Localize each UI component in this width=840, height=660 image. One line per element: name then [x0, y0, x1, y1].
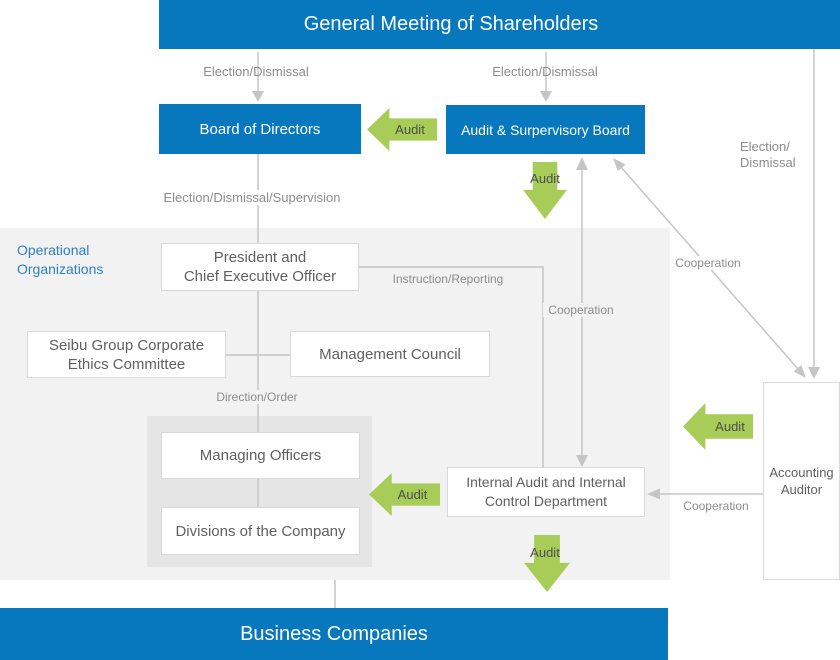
operational-organizations-label: Operational Organizations	[17, 241, 103, 279]
internal-audit-line1: Internal Audit and Internal	[466, 474, 626, 490]
internal-audit-box: Internal Audit and Internal Control Depa…	[447, 467, 645, 517]
arrowhead-down-icon	[808, 367, 820, 379]
operational-label-line1: Operational	[17, 242, 90, 258]
arrowhead-down-icon	[576, 455, 588, 467]
election-dismissal-label-right: Election/ Dismissal	[740, 139, 796, 170]
managing-officers-label: Managing Officers	[199, 447, 322, 464]
accounting-auditor-box: Accounting Auditor	[763, 382, 840, 580]
operational-label-line2: Organizations	[17, 261, 104, 277]
arrowhead-left-icon	[647, 488, 660, 500]
president-line2: Chief Executive Officer	[183, 268, 337, 285]
president-ceo-box: President and Chief Executive Officer	[161, 243, 359, 291]
arrowhead-up-left-icon	[613, 158, 626, 172]
management-council-label: Management Council	[319, 345, 461, 363]
direction-order-label: Direction/Order	[157, 390, 357, 404]
ethics-committee-box: Seibu Group Corporate Ethics Committee	[27, 331, 226, 378]
cooperation-label-vertical: Cooperation	[531, 303, 631, 317]
audit-supervisory-board-label: Audit & Surpervisory Board	[461, 121, 630, 138]
internal-audit-line2: Control Department	[484, 493, 608, 509]
election-dismissal-supervision-label: Election/Dismissal/Supervision	[102, 190, 402, 205]
business-companies-label: Business Companies	[240, 622, 428, 645]
audit-supervisory-board-box: Audit & Surpervisory Board	[446, 105, 645, 154]
line-instruction-reporting	[359, 266, 544, 467]
instruction-reporting-label: Instruction/Reporting	[392, 272, 504, 286]
arrowhead-up-icon	[576, 157, 588, 170]
audit-label: Audit	[530, 170, 560, 186]
election-dismissal-label-mid: Election/Dismissal	[492, 64, 598, 79]
audit-label: Audit	[530, 544, 560, 560]
general-meeting-banner: General Meeting of Shareholders	[159, 0, 840, 49]
arrowhead-down-icon	[540, 91, 552, 102]
ethics-line1: Seibu Group Corporate	[48, 336, 205, 354]
audit-label: Audit	[395, 122, 425, 137]
president-line1: President and	[213, 249, 307, 266]
arrowhead-down-icon	[252, 91, 264, 102]
audit-label: Audit	[397, 487, 428, 502]
business-companies-banner: Business Companies	[0, 608, 668, 660]
general-meeting-label: General Meeting of Shareholders	[303, 13, 599, 35]
ethics-line2: Ethics Committee	[67, 355, 186, 373]
election-dismissal-label-left: Election/Dismissal	[203, 64, 309, 79]
audit-label: Audit	[715, 419, 745, 434]
board-of-directors-label: Board of Directors	[199, 120, 321, 138]
cooperation-label-diagonal: Cooperation	[658, 256, 758, 270]
management-council-box: Management Council	[290, 331, 490, 377]
divisions-box: Divisions of the Company	[161, 507, 360, 555]
board-of-directors-box: Board of Directors	[159, 104, 361, 154]
accounting-auditor-line2: Auditor	[780, 482, 823, 497]
cooperation-label-horizontal: Cooperation	[683, 499, 749, 513]
accounting-auditor-line1: Accounting	[769, 465, 834, 480]
managing-officers-box: Managing Officers	[161, 432, 360, 479]
arrowhead-down-right-icon	[793, 364, 806, 378]
divisions-label: Divisions of the Company	[175, 522, 346, 540]
